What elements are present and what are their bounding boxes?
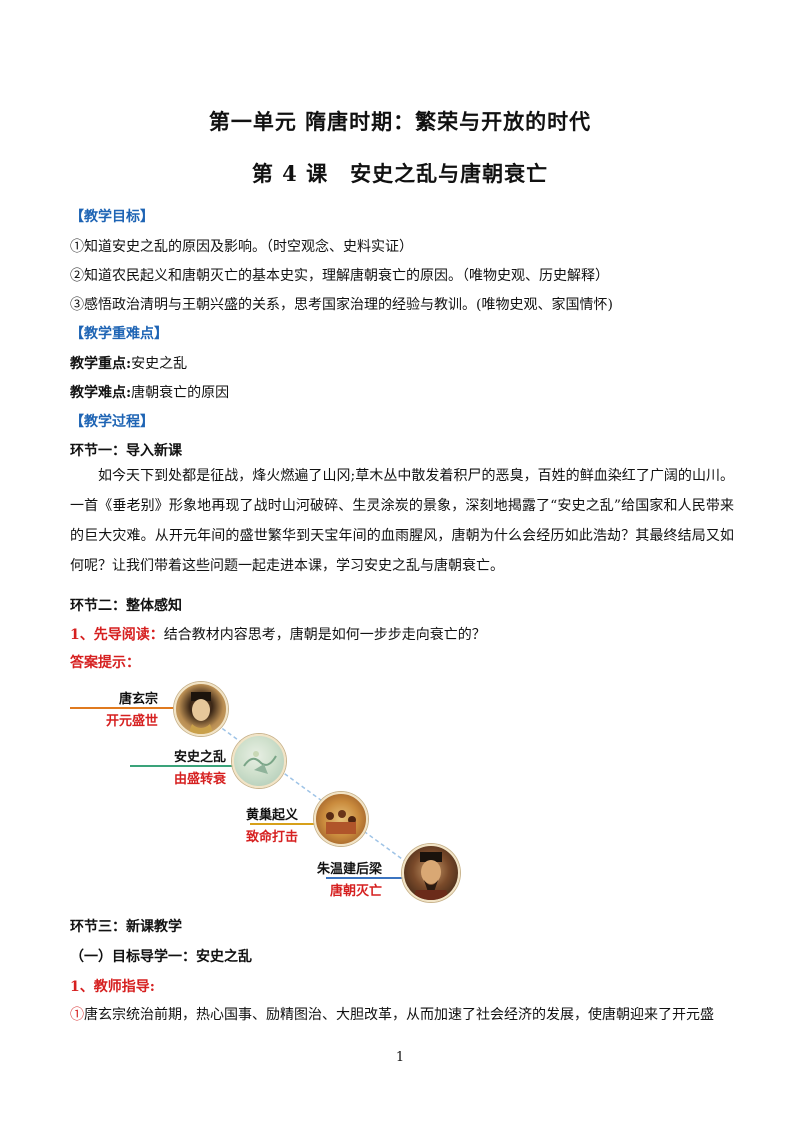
step-2-heading: 环节二：整体感知 bbox=[70, 598, 182, 614]
timeline-connector bbox=[193, 707, 421, 873]
timeline-node-4-underline bbox=[326, 877, 404, 879]
timeline-diagram: 唐玄宗 开元盛世 安史之乱 由盛转衰 黄巢起义 致命打击 bbox=[70, 672, 470, 904]
an-shi-rebellion-image bbox=[232, 734, 286, 788]
target-1-heading: （一）目标导学一：安史之乱 bbox=[70, 949, 252, 965]
timeline-node-1-sub: 开元盛世 bbox=[105, 714, 158, 729]
pre-read-label: 1、先导阅读： bbox=[70, 627, 164, 643]
timeline-node-2-sub: 由盛转衰 bbox=[173, 772, 226, 787]
pre-read-line: 1、先导阅读：结合教材内容思考，唐朝是如何一步步走向衰亡的？ bbox=[70, 626, 486, 644]
pre-read-text: 结合教材内容思考，唐朝是如何一步步走向衰亡的？ bbox=[163, 627, 486, 643]
step-3-heading: 环节三：新课教学 bbox=[70, 919, 182, 935]
tang-xuanzong-portrait bbox=[174, 682, 228, 736]
lesson-title: 第 4 课 安史之乱与唐朝衰亡 bbox=[251, 161, 549, 186]
guide-text: 唐玄宗统治前期，热心国事、励精图治、大胆改革，从而加速了社会经济的发展，使唐朝迎… bbox=[84, 1007, 714, 1023]
timeline-node-3-sub: 致命打击 bbox=[245, 830, 298, 845]
teacher-guide-heading: 1、教师指导: bbox=[70, 979, 155, 995]
step-1-heading: 环节一：导入新课 bbox=[70, 443, 182, 459]
timeline-node-2-title: 安史之乱 bbox=[173, 750, 226, 765]
key-label: 教学重点: bbox=[70, 356, 132, 372]
intro-paragraph: 如今天下到处都是征战，烽火燃遍了山冈;草木丛中散发着积尸的恶臭，百姓的鲜血染红了… bbox=[70, 468, 734, 574]
timeline-node-3-underline bbox=[250, 823, 316, 825]
timeline-node-1-title: 唐玄宗 bbox=[118, 692, 158, 707]
timeline-node-3-title: 黄巢起义 bbox=[245, 808, 298, 823]
key-value: 安史之乱 bbox=[131, 356, 188, 372]
zhu-wen-portrait bbox=[402, 844, 460, 902]
section-goals-heading: 【教学目标】 bbox=[70, 209, 154, 225]
unit-title: 第一单元 隋唐时期：繁荣与开放的时代 bbox=[208, 109, 592, 134]
section-process-heading: 【教学过程】 bbox=[70, 414, 154, 430]
timeline-node-4-sub: 唐朝灭亡 bbox=[329, 884, 382, 899]
section-key-heading: 【教学重难点】 bbox=[70, 326, 168, 342]
difficult-label: 教学难点: bbox=[70, 385, 132, 401]
timeline-node-1-underline bbox=[70, 707, 174, 709]
key-point: 教学重点:安史之乱 bbox=[70, 355, 187, 373]
timeline-node-4-title: 朱温建后梁 bbox=[316, 862, 382, 877]
difficult-value: 唐朝衰亡的原因 bbox=[131, 385, 230, 401]
huang-chao-uprising-image bbox=[314, 792, 368, 846]
page-number: 1 bbox=[395, 1050, 405, 1065]
guide-marker: ① bbox=[70, 1007, 84, 1023]
goal-1: ①知道安史之乱的原因及影响。（时空观念、史料实证） bbox=[70, 239, 413, 255]
answer-hint: 答案提示： bbox=[70, 655, 140, 671]
timeline-node-2-underline bbox=[130, 765, 242, 767]
goal-2: ②知道农民起义和唐朝灭亡的基本史实，理解唐朝衰亡的原因。（唯物史观、历史解释） bbox=[70, 268, 609, 284]
difficult-point: 教学难点:唐朝衰亡的原因 bbox=[70, 384, 229, 402]
guide-line-1: ①唐玄宗统治前期，热心国事、励精图治、大胆改革，从而加速了社会经济的发展，使唐朝… bbox=[70, 1006, 714, 1024]
goal-3: ③感悟政治清明与王朝兴盛的关系，思考国家治理的经验与教训。(唯物史观、家国情怀) bbox=[70, 297, 613, 313]
